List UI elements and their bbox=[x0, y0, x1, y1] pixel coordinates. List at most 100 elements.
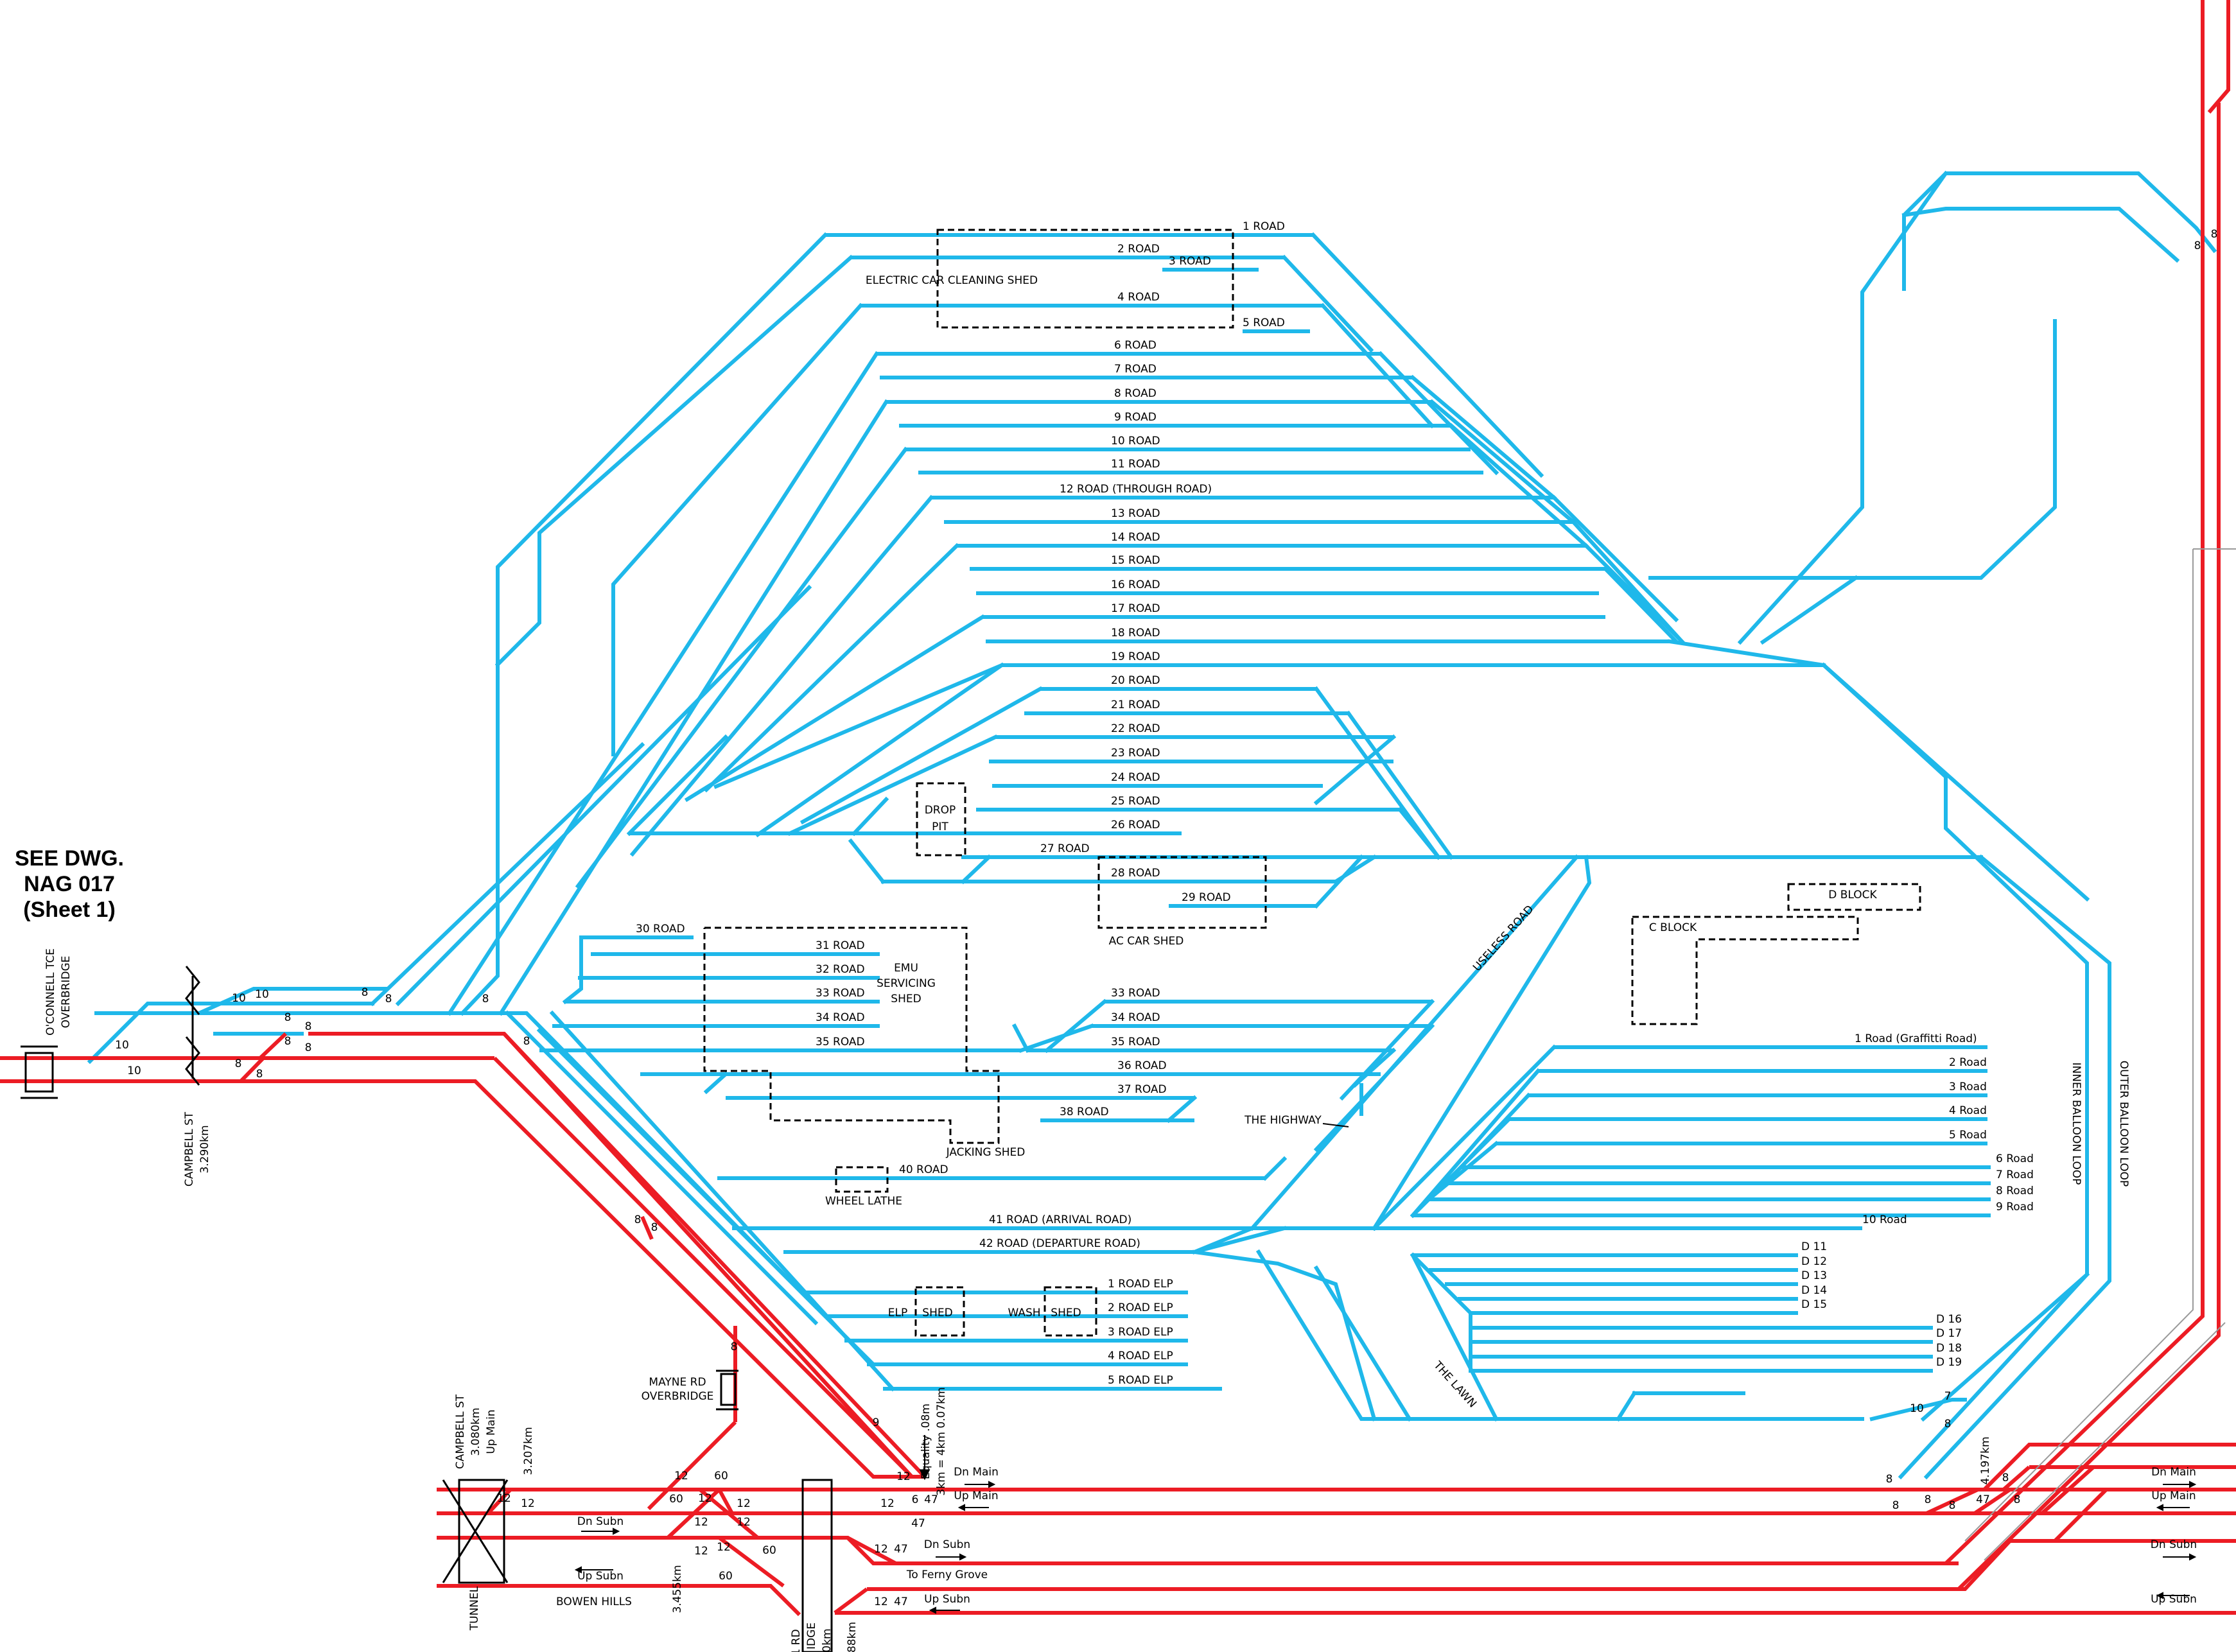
road-label: 24 ROAD bbox=[1111, 771, 1160, 784]
point-number: 8 bbox=[2014, 1493, 2021, 1506]
road-label: 5 Road bbox=[1949, 1129, 1987, 1142]
point-number: 8 bbox=[385, 993, 392, 1005]
road-label: 34 ROAD bbox=[816, 1011, 865, 1024]
annotation-label: OUTER BALLOON LOOP bbox=[2117, 1061, 2130, 1187]
road-label: 42 ROAD (DEPARTURE ROAD) bbox=[979, 1237, 1140, 1250]
annotation-label: THE HIGHWAY bbox=[1244, 1114, 1322, 1127]
road-label: 13 ROAD bbox=[1111, 507, 1160, 520]
road-label: D 16 bbox=[1936, 1313, 1962, 1326]
point-number: 60 bbox=[714, 1470, 728, 1482]
reference-line-3: (Sheet 1) bbox=[23, 898, 116, 922]
point-number: 12 bbox=[717, 1541, 731, 1554]
annotation-label: O'CONNELL TCE bbox=[44, 948, 57, 1036]
road-label: 20 ROAD bbox=[1111, 674, 1160, 687]
annotation-label: CAMPBELL ST bbox=[454, 1394, 467, 1469]
road-label: 1 ROAD bbox=[1243, 220, 1285, 233]
road-label: D 19 bbox=[1936, 1356, 1962, 1369]
annotation-label: 3.207km bbox=[522, 1427, 535, 1475]
road-bridge-symbol bbox=[801, 1479, 833, 1652]
road-label: 35 ROAD bbox=[1111, 1036, 1160, 1048]
ac-car-shed-outline bbox=[1097, 856, 1267, 929]
annotation-label: 4.197km bbox=[1979, 1436, 1992, 1484]
annotation-label: PIT bbox=[932, 821, 948, 833]
annotation-label: BOWEN HILLS bbox=[556, 1595, 632, 1608]
point-number: 8 bbox=[1892, 1499, 1900, 1512]
road-label: 2 ROAD ELP bbox=[1108, 1301, 1173, 1314]
road-label: 41 ROAD (ARRIVAL ROAD) bbox=[989, 1213, 1131, 1226]
annotation-label: SHED bbox=[891, 993, 921, 1005]
road-label: 4 Road bbox=[1949, 1104, 1987, 1117]
road-label: 14 ROAD bbox=[1111, 531, 1160, 544]
point-number: 47 bbox=[894, 1595, 908, 1608]
road-label: 35 ROAD bbox=[816, 1036, 865, 1048]
point-number: 8 bbox=[731, 1341, 738, 1353]
annotation-label: Up Subn bbox=[2151, 1593, 2197, 1606]
road-label: 16 ROAD bbox=[1111, 578, 1160, 591]
annotation-label: D BLOCK bbox=[1828, 889, 1877, 901]
road-label: D 14 bbox=[1801, 1284, 1827, 1297]
wheel-lathe-outline bbox=[835, 1166, 889, 1193]
point-number: 8 bbox=[634, 1213, 642, 1226]
road-label: 9 ROAD bbox=[1114, 411, 1157, 424]
point-number: 8 bbox=[2211, 228, 2218, 241]
annotation-label: Equality .08m bbox=[920, 1404, 932, 1479]
yard-connection-tracks bbox=[87, 170, 2217, 1480]
electric-car-cleaning-shed-outline bbox=[936, 229, 1234, 329]
point-number: 8 bbox=[1886, 1473, 1893, 1486]
annotation-label: CAMPBELL ST bbox=[183, 1111, 196, 1187]
annotation-label: DROP bbox=[925, 804, 956, 817]
point-number: 8 bbox=[2002, 1472, 2009, 1484]
annotation-label: MAYNE RD bbox=[649, 1376, 706, 1389]
road-label: 26 ROAD bbox=[1111, 819, 1160, 831]
annotation-label: ELP bbox=[888, 1307, 907, 1319]
main-lines bbox=[0, 0, 2236, 1617]
point-number: 10 bbox=[232, 992, 246, 1005]
mayne-rd-overbridge-symbol bbox=[716, 1369, 738, 1411]
annotation-label: Up Main bbox=[2151, 1490, 2196, 1502]
d-block-outline bbox=[1787, 883, 1921, 911]
annotation-label: JACKING SHED bbox=[946, 1146, 1026, 1159]
road-label: D 15 bbox=[1801, 1298, 1827, 1311]
road-label: 3 Road bbox=[1949, 1081, 1987, 1093]
point-number: 12 bbox=[737, 1497, 751, 1510]
road-label: 38 ROAD bbox=[1060, 1106, 1109, 1118]
road-label: D 18 bbox=[1936, 1342, 1962, 1355]
road-label: 9 Road bbox=[1996, 1201, 2034, 1213]
annotation-label: 3.290km bbox=[198, 1125, 211, 1173]
point-number: 12 bbox=[497, 1492, 511, 1505]
elp-shed-outline bbox=[914, 1286, 965, 1337]
point-number: 8 bbox=[1925, 1493, 1932, 1506]
annotation-label: ELECTRIC CAR CLEANING SHED bbox=[866, 274, 1038, 287]
point-number: 8 bbox=[256, 1068, 263, 1081]
point-number: 8 bbox=[523, 1035, 530, 1048]
annotation-label: OVERBRIDGE bbox=[642, 1390, 714, 1403]
road-label: 27 ROAD bbox=[1040, 842, 1090, 855]
road-label: 1 Road (Graffitti Road) bbox=[1855, 1032, 1977, 1045]
road-label: D 13 bbox=[1801, 1269, 1827, 1282]
road-label: 5 ROAD ELP bbox=[1108, 1374, 1173, 1387]
annotation-label: OVERBRIDGE bbox=[60, 956, 73, 1029]
point-number: 8 bbox=[651, 1221, 658, 1234]
campbell-st-bridge-symbol bbox=[185, 966, 200, 1086]
annotation-label: Up Subn bbox=[924, 1593, 970, 1606]
point-number: 12 bbox=[737, 1516, 751, 1529]
road-label: 25 ROAD bbox=[1111, 795, 1160, 808]
annotation-label: Dn Subn bbox=[924, 1538, 970, 1551]
road-label: D 17 bbox=[1936, 1327, 1962, 1340]
annotation-label: WHEEL LATHE bbox=[825, 1195, 902, 1208]
campbell-st-tunnel-symbol bbox=[442, 1479, 509, 1584]
road-label: 2 Road bbox=[1949, 1056, 1987, 1069]
annotation-label: Dn Subn bbox=[577, 1515, 624, 1528]
point-number: 60 bbox=[719, 1570, 733, 1583]
emu-servicing-shed-outline bbox=[703, 926, 1000, 1144]
bridge-structures bbox=[21, 966, 930, 1652]
road-label: 8 Road bbox=[1996, 1185, 2034, 1197]
point-number: 12 bbox=[874, 1595, 888, 1608]
annotation-label: 3.455km bbox=[671, 1565, 684, 1613]
road-label: 22 ROAD bbox=[1111, 722, 1160, 735]
road-label: 2 ROAD bbox=[1117, 243, 1160, 256]
annotation-label: SERVICING bbox=[877, 977, 936, 990]
road-label: 5 ROAD bbox=[1243, 317, 1285, 329]
annotation-label: 0km bbox=[821, 1628, 834, 1652]
